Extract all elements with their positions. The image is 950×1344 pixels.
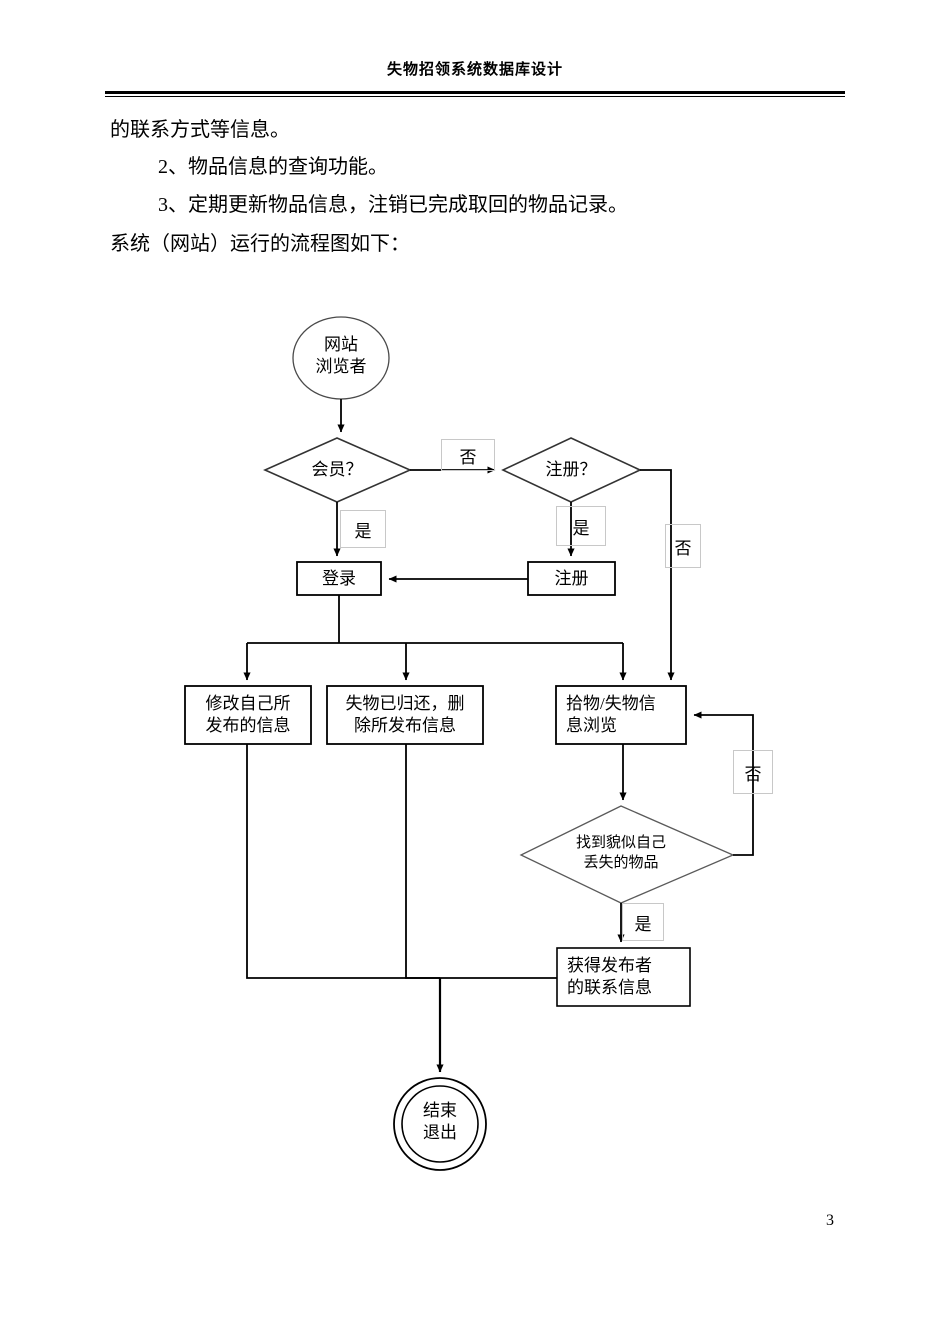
page-number: 3 xyxy=(826,1212,834,1229)
node-decision-member xyxy=(263,437,412,503)
node-login-rect xyxy=(296,561,382,596)
node-edit-own-rect xyxy=(184,685,312,745)
document-header-title: 失物招领系统数据库设计 xyxy=(386,62,563,78)
edge-found-no-to-browse xyxy=(693,711,754,856)
node-decision-register xyxy=(501,437,642,503)
header-rule-thin xyxy=(105,96,845,97)
node-register-rect xyxy=(527,561,616,596)
node-end-inner-ellipse xyxy=(401,1085,479,1163)
node-get-contact-rect xyxy=(556,947,691,1007)
node-decision-found xyxy=(519,805,735,904)
edge-register-no-to-browse xyxy=(640,469,675,681)
paragraph-flowchart-intro: 系统（网站）运行的流程图如下： xyxy=(110,233,410,255)
header-rule-thick xyxy=(105,91,845,94)
node-delete-own-rect xyxy=(326,685,484,745)
paragraph-item-query: 2、物品信息的查询功能。 xyxy=(158,156,388,178)
paragraph-contact-info: 的联系方式等信息。 xyxy=(110,119,290,141)
edge-edit-own-to-bus xyxy=(246,744,440,979)
node-browse-rect xyxy=(555,685,687,745)
node-start-ellipse xyxy=(292,316,390,400)
edge-delete-own-to-bus xyxy=(405,744,440,979)
paragraph-item-update: 3、定期更新物品信息，注销已完成取回的物品记录。 xyxy=(158,194,628,216)
